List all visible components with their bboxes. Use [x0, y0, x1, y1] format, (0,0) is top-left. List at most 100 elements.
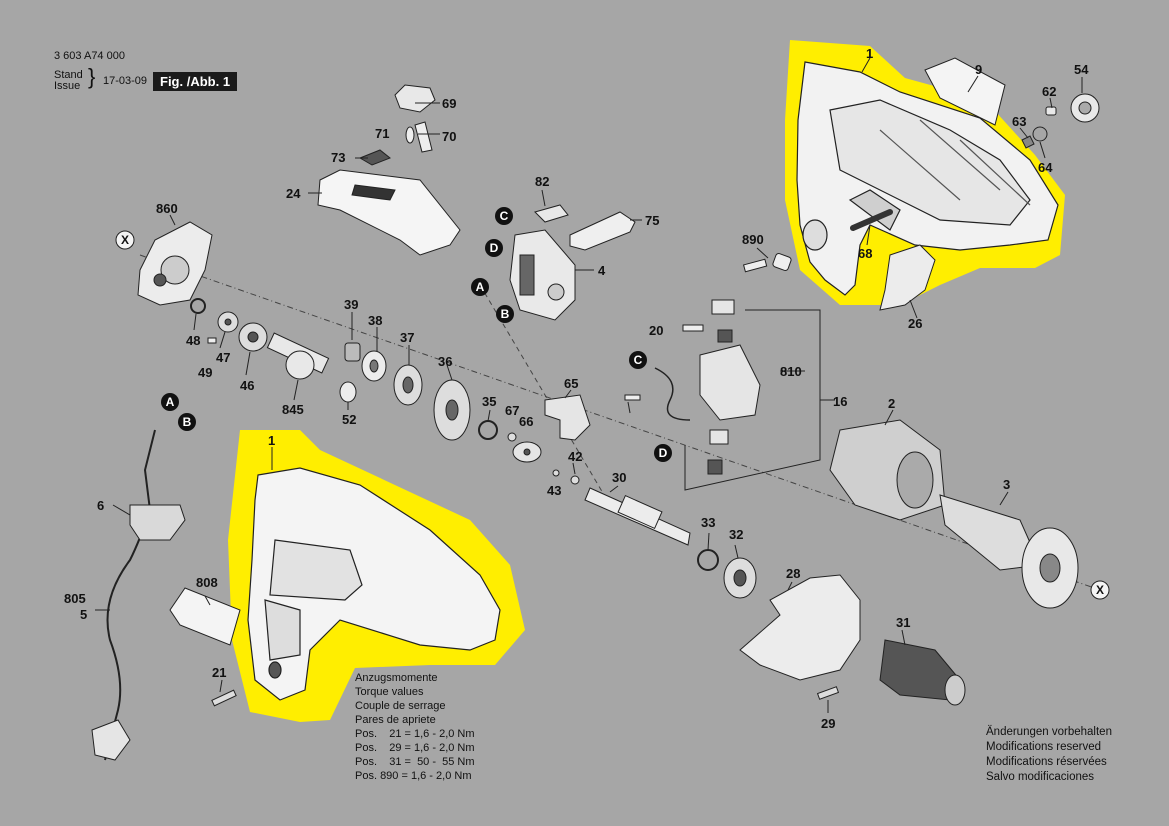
ring-35 — [478, 420, 498, 440]
part-label: 860 — [156, 201, 178, 216]
screw-21 — [211, 689, 237, 707]
cable-guard-6 — [129, 504, 186, 541]
assembly-axis — [139, 254, 1101, 591]
modifications-de: Änderungen vorbehalten — [986, 726, 1112, 738]
chuck-31 — [879, 639, 966, 706]
cam-66 — [512, 441, 542, 463]
screw-890 — [742, 253, 792, 273]
callout-label: D — [659, 446, 668, 460]
part-label: 24 — [286, 186, 301, 201]
callout-label: D — [490, 241, 499, 255]
part-label: 46 — [240, 378, 254, 393]
torque-value-row: Pos. 29 = 1,6 - 2,0 Nm — [355, 742, 475, 754]
part-label: 26 — [908, 316, 922, 331]
torque-value-row: Pos. 21 = 1,6 - 2,0 Nm — [355, 728, 475, 740]
slider-82 — [534, 204, 569, 223]
bracket-26 — [879, 244, 936, 311]
screw-29 — [816, 686, 840, 700]
callout-circle — [495, 207, 513, 225]
screw-20-lower — [624, 394, 641, 401]
label-808 — [169, 587, 241, 646]
ring-38 — [361, 350, 387, 382]
part-label: 6 — [97, 498, 104, 513]
part-label: 1 — [268, 433, 275, 448]
part-label: 28 — [786, 566, 800, 581]
ring-67 — [507, 432, 517, 442]
part-label: 52 — [342, 412, 356, 427]
part-label: 82 — [535, 174, 549, 189]
bracket-810 — [684, 309, 821, 491]
part-label: 5 — [80, 607, 87, 622]
issue-label: Issue — [54, 80, 81, 92]
lever-70 — [414, 121, 433, 153]
part-label: 71 — [375, 126, 389, 141]
stand-label: Stand — [54, 69, 83, 81]
armature-3 — [939, 494, 1079, 609]
part-label: 29 — [821, 716, 835, 731]
figure-label: Fig. /Abb. 1 — [153, 72, 238, 91]
part-label: 70 — [442, 129, 456, 144]
part-label: 20 — [649, 323, 663, 338]
part-label: 54 — [1074, 62, 1089, 77]
callout-circle — [161, 393, 179, 411]
stand-issue-label: Stand Issue — [54, 70, 83, 92]
bearing-32 — [723, 557, 757, 599]
part-label: 66 — [519, 414, 533, 429]
label-73 — [358, 149, 391, 166]
washer-48 — [190, 298, 206, 314]
wire-bundle — [654, 367, 691, 421]
part-label: 36 — [438, 354, 452, 369]
torque-heading-fr: Couple de serrage — [355, 700, 446, 712]
torque-values-block: Anzugsmomente Torque values Couple de se… — [355, 671, 475, 783]
part-label: 4 — [598, 263, 606, 278]
gear-37 — [393, 364, 423, 406]
switch-4 — [509, 229, 576, 321]
x-marker-label: X — [1096, 583, 1104, 597]
part-label: 32 — [729, 527, 743, 542]
part-label: 64 — [1038, 160, 1053, 175]
part-label: 35 — [482, 394, 496, 409]
issue-date: 17-03-09 — [103, 75, 148, 87]
callout-label: B — [501, 307, 510, 321]
callout-label: A — [166, 395, 175, 409]
part-label: 47 — [216, 350, 230, 365]
gear-46 — [238, 322, 268, 352]
part-label: 69 — [442, 96, 456, 111]
x-marker-label: X — [121, 233, 129, 247]
callout-circle — [471, 278, 489, 296]
callout-circle — [654, 444, 672, 462]
x-marker — [115, 230, 135, 250]
part-label: 42 — [568, 449, 582, 464]
part-label: 9 — [975, 62, 982, 77]
ball-42 — [570, 475, 580, 485]
callout-label: C — [634, 353, 643, 367]
part-label: 31 — [896, 615, 910, 630]
brace-glyph: } — [88, 64, 96, 89]
bushing-52 — [339, 381, 357, 403]
part-label: 38 — [368, 313, 382, 328]
part-label: 805 — [64, 591, 86, 606]
gearhead-housing-28 — [739, 574, 861, 681]
callout-label: A — [476, 280, 485, 294]
part-label: 30 — [612, 470, 626, 485]
part-label: 890 — [742, 232, 764, 247]
part-label: 73 — [331, 150, 345, 165]
x-marker — [1090, 580, 1110, 600]
circlip-33 — [697, 549, 719, 571]
pin-49 — [207, 337, 217, 344]
callout-circle — [496, 305, 514, 323]
gear-36 — [433, 379, 471, 441]
rod-68 — [850, 209, 893, 231]
spring-39 — [344, 342, 361, 362]
torque-heading-de: Anzugsmomente — [355, 672, 438, 684]
pin-71 — [405, 126, 415, 144]
document-number: 3 603 A74 000 — [54, 50, 125, 62]
part-label: 33 — [701, 515, 715, 530]
part-label: 63 — [1012, 114, 1026, 129]
lever-65 — [544, 394, 591, 441]
callout-circle — [485, 239, 503, 257]
gearbox-plate-860 — [137, 221, 213, 306]
torque-value-row: Pos. 31 = 50 - 55 Nm — [355, 756, 475, 768]
torque-heading-en: Torque values — [355, 686, 424, 698]
